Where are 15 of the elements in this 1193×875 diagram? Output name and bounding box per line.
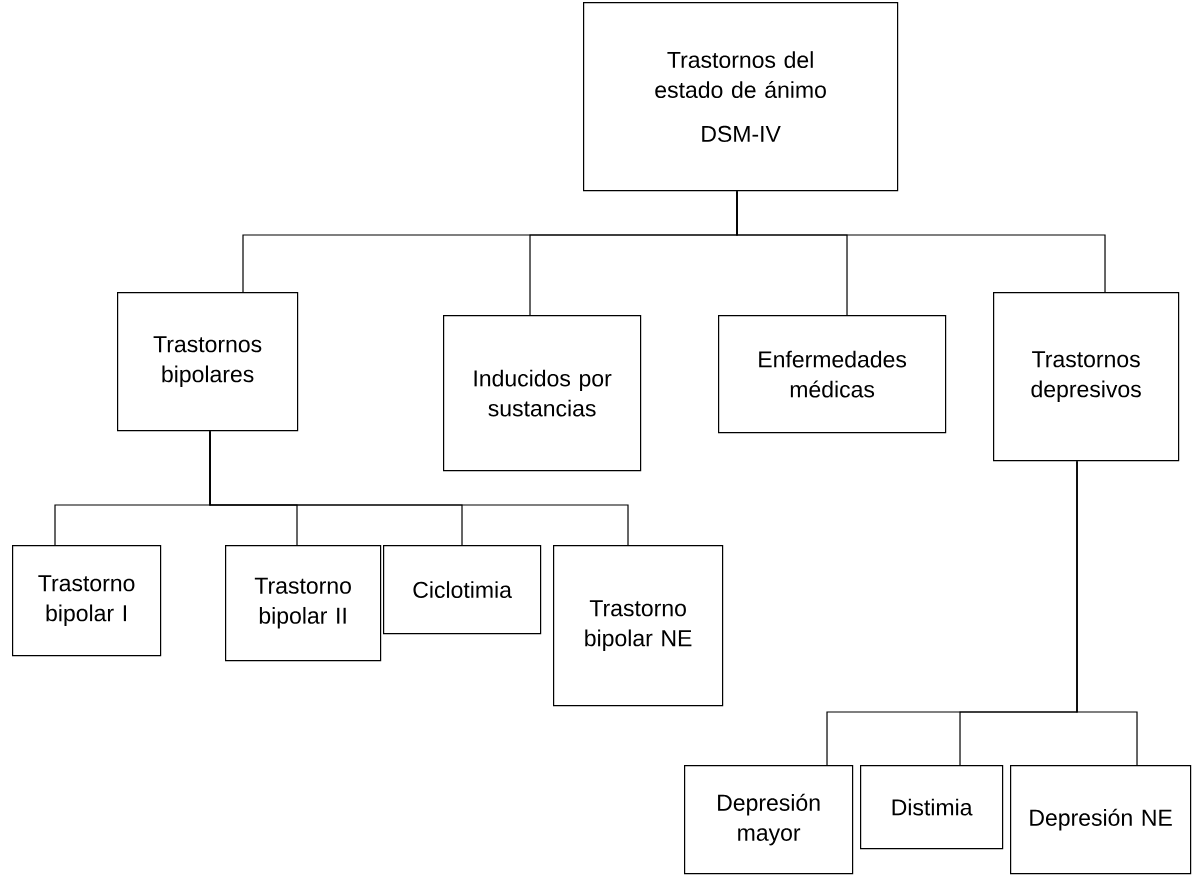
category-box: Trastorno bipolar I — [12, 545, 162, 657]
category-box: Trastornos depresivos — [993, 292, 1180, 462]
category-box: Depresión mayor — [684, 765, 854, 875]
category-box: Inducidos por sustancias — [443, 315, 642, 472]
connector-line — [736, 190, 1106, 293]
connector-line — [1076, 460, 1138, 766]
category-box: Trastorno bipolar II — [225, 545, 382, 662]
category-box: Trastornos del estado de ánimo DSM-IV — [583, 2, 899, 192]
category-box: Enfermedades médicas — [718, 315, 947, 434]
category-box: Ciclotimia — [383, 545, 542, 635]
category-box: Depresión NE — [1010, 765, 1192, 875]
category-box: Trastorno bipolar NE — [553, 545, 724, 707]
category-box: Trastornos bipolares — [117, 292, 299, 432]
category-box: Distimia — [860, 765, 1004, 850]
connector-line — [209, 430, 629, 546]
